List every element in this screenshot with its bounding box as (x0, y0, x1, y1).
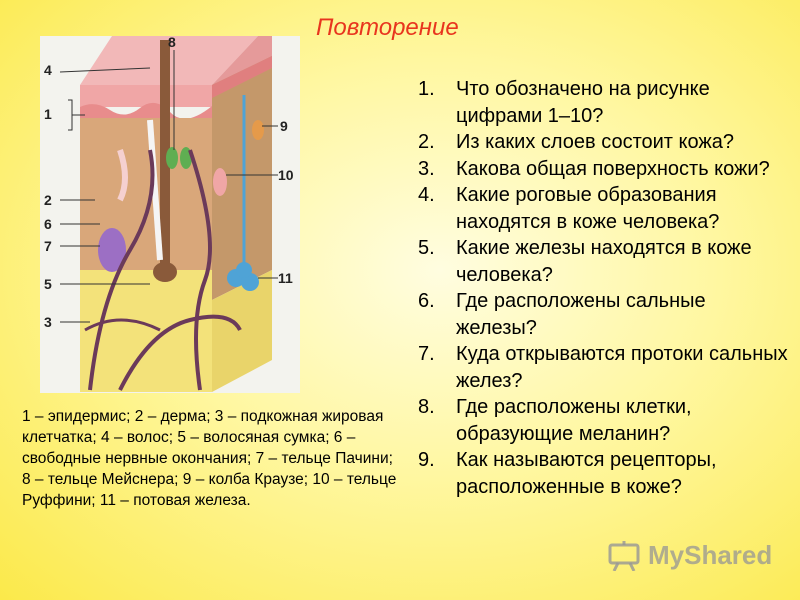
diagram-label-11: 11 (278, 270, 293, 286)
question-item: 6.Где расположены сальные железы? (418, 290, 706, 339)
diagram-label-6: 6 (44, 216, 52, 232)
diagram-label-2: 2 (44, 192, 52, 208)
question-item: 4.Какие роговые образования находятся в … (418, 184, 720, 233)
skin-cross-section-illustration (40, 36, 300, 393)
diagram-label-9: 9 (280, 118, 288, 134)
diagram-label-7: 7 (44, 238, 52, 254)
question-item: 2.Из каких слоев состоит кожа? (418, 131, 735, 153)
hair-follicle (153, 262, 177, 282)
watermark-text: MyShared (648, 540, 773, 570)
question-item: 7.Куда открываются протоки сальных желез… (418, 343, 788, 392)
question-item: 8.Где расположены клетки, образующие мел… (418, 396, 692, 445)
question-item: 3.Какова общая поверхность кожи? (418, 157, 770, 180)
diagram-label-4: 4 (44, 62, 52, 78)
question-list: 1.Что обозначено на рисунке цифрами 1–10… (412, 76, 792, 500)
diagram-label-3: 3 (44, 314, 52, 330)
hair-shaft (160, 40, 170, 270)
question-item: 9.Как называются рецепторы, расположенны… (418, 449, 717, 498)
question-item: 5.Какие железы находятся в коже человека… (418, 237, 752, 286)
epidermis-layer (80, 85, 212, 107)
presentation-board-icon (608, 540, 640, 571)
diagram-label-10: 10 (278, 167, 294, 183)
slide-title: Повторение (316, 14, 459, 41)
diagram-label-8: 8 (168, 34, 176, 50)
diagram-label-1: 1 (44, 106, 52, 122)
question-item: 1.Что обозначено на рисунке цифрами 1–10… (418, 78, 710, 127)
pacinian-corpuscle (98, 228, 126, 272)
watermark-logo: MyShared (608, 540, 772, 571)
skin-diagram: 4 1 2 6 7 5 3 8 9 10 11 (0, 0, 420, 410)
hypodermis-layer (80, 270, 212, 392)
diagram-legend: 1 – эпидермис; 2 – дерма; 3 – подкожная … (22, 408, 397, 509)
diagram-label-5: 5 (44, 276, 52, 292)
